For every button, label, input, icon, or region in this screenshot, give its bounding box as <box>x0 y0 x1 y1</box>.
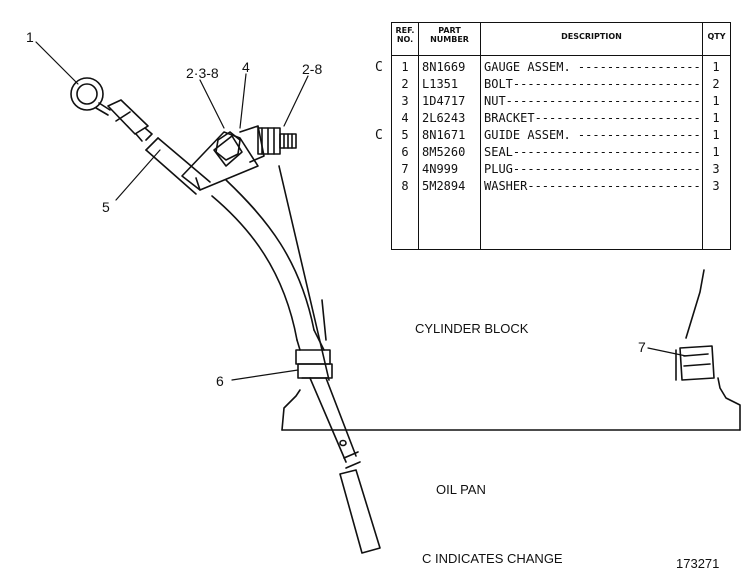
callout-7: 7 <box>638 339 646 355</box>
header-description: DESCRIPTION <box>561 32 622 41</box>
seal <box>295 349 333 379</box>
change-mark-row-5: C <box>375 128 383 143</box>
header-qty: QTY <box>707 32 726 41</box>
callout-1: 1 <box>26 29 34 45</box>
leader-lines <box>35 41 687 381</box>
table-header <box>392 23 730 56</box>
callout-2-3-8: 2·3-8 <box>186 65 219 81</box>
cylinder-block-outline <box>278 165 741 431</box>
change-mark-row-1: C <box>375 60 383 75</box>
callout-2-8: 2-8 <box>302 61 322 77</box>
gauge-ring-handle <box>70 77 111 116</box>
plug <box>675 345 715 381</box>
header-ref-no: REF.NO. <box>395 26 415 44</box>
callout-4: 4 <box>242 59 250 75</box>
clamp-bracket <box>181 125 297 191</box>
cylinder-block-label: CYLINDER BLOCK <box>415 321 529 336</box>
change-note: C INDICATES CHANGE <box>422 551 563 566</box>
gauge-cap <box>107 99 153 142</box>
callout-6: 6 <box>216 373 224 389</box>
figure-number: 173271 <box>676 556 720 571</box>
lower-tube <box>309 377 381 554</box>
oil-pan-label: OIL PAN <box>436 482 486 497</box>
callout-5: 5 <box>102 199 110 215</box>
